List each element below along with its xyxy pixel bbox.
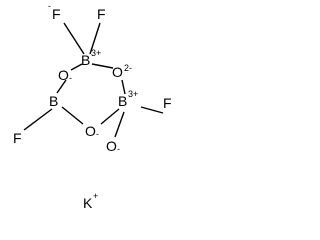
- bond-b-top-f-top-right: [89, 22, 101, 55]
- atom-o-pendant: O -: [106, 138, 120, 154]
- atom-f-right: F: [163, 95, 172, 111]
- atom-symbol: O: [106, 138, 117, 154]
- atom-symbol: O: [112, 64, 123, 80]
- atom-charge: -: [69, 73, 72, 83]
- atom-b-right: B 3+: [118, 89, 138, 109]
- atom-charge: -: [117, 144, 120, 154]
- atom-charge: 3+: [91, 48, 101, 58]
- atom-symbol: F: [13, 130, 22, 146]
- atom-symbol: B: [49, 93, 58, 109]
- atom-symbol: B: [118, 93, 127, 109]
- bond-b-right-o-pendant: [114, 111, 125, 138]
- atom-charge: 2-: [124, 63, 132, 73]
- atom-charge: -: [96, 129, 99, 139]
- atom-b-left: B: [49, 93, 58, 109]
- atom-symbol: B: [81, 52, 90, 68]
- atom-charge: 3+: [128, 89, 138, 99]
- counterion-symbol: K: [83, 195, 93, 211]
- atom-charge: -: [48, 1, 51, 11]
- bond-lines: [23, 22, 164, 138]
- bond-b-left-f-left: [23, 108, 53, 131]
- atom-b-top: B 3+: [81, 48, 101, 68]
- atom-symbol: O: [58, 67, 69, 83]
- atom-f-top-right: F: [97, 6, 106, 22]
- atom-symbol: F: [163, 95, 172, 111]
- atom-o-left: O -: [58, 67, 72, 83]
- counterion-potassium: K +: [83, 191, 98, 211]
- atom-f-left: F: [13, 130, 22, 146]
- bond-b-top-o-right: [91, 63, 114, 69]
- bond-o-right-b-right: [121, 79, 126, 95]
- atom-o-bottom: O -: [85, 123, 99, 139]
- atom-symbol: O: [85, 123, 96, 139]
- bond-b-top-o-left: [70, 63, 83, 71]
- atom-symbol: F: [52, 6, 61, 22]
- bond-b-left-o-bottom: [61, 106, 84, 125]
- bond-o-left-b-left: [56, 79, 67, 94]
- atom-f-top-left: - F: [48, 1, 61, 22]
- potassium-trifluoroboroxine-structure: - F F B 3+ O - O 2- B B 3+ O - F F O - K…: [13, 1, 172, 211]
- bond-o-bottom-b-right: [100, 108, 120, 125]
- bond-b-top-f-top-left: [63, 22, 85, 55]
- atom-symbol: F: [97, 6, 106, 22]
- counterion-charge: +: [93, 191, 98, 201]
- atom-o-right: O 2-: [112, 63, 132, 80]
- bond-b-right-f-right: [140, 106, 164, 114]
